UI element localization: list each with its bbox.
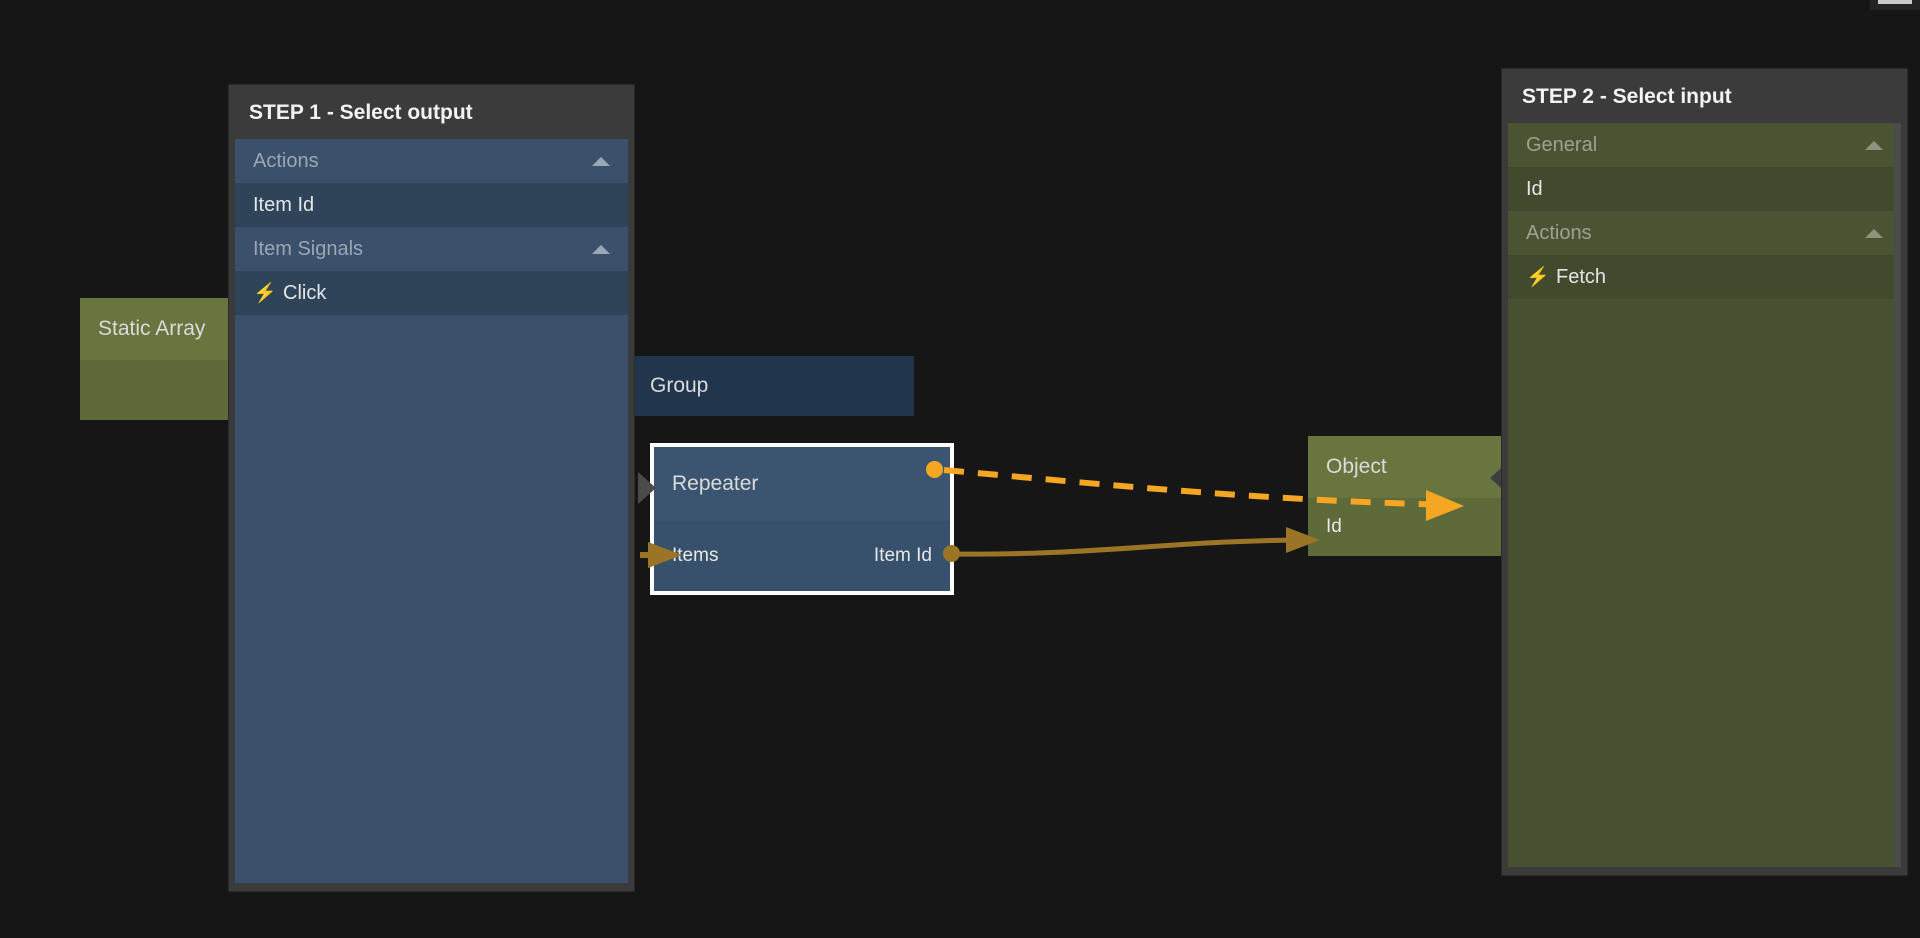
node-repeater-signal-out-port[interactable]	[926, 461, 943, 478]
bolt-icon: ⚡	[1526, 266, 1550, 288]
step-1-item-item-id[interactable]: Item Id	[235, 183, 628, 227]
step-2-item-id[interactable]: Id	[1508, 167, 1901, 211]
step-1-group-item-signals[interactable]: Item Signals	[235, 227, 628, 271]
step-1-group-actions-label: Actions	[253, 149, 319, 172]
node-repeater-output-label: Item Id	[873, 545, 932, 566]
node-object-id-row: Id	[1308, 498, 1508, 556]
node-object[interactable]: Object Id	[1308, 436, 1508, 556]
node-object-title: Object	[1326, 455, 1387, 478]
node-repeater-title: Repeater	[672, 472, 759, 495]
step-1-item-item-id-label: Item Id	[253, 193, 315, 216]
step-2-item-id-label: Id	[1526, 177, 1543, 200]
node-group-title: Group	[650, 374, 709, 397]
step-2-group-general-label: General	[1526, 133, 1598, 156]
node-repeater-input-label: Items	[672, 545, 719, 566]
step-2-group-actions-label: Actions	[1526, 221, 1592, 244]
node-group-header: Group	[632, 356, 914, 416]
step-2-group-actions[interactable]: Actions	[1508, 211, 1901, 255]
step-2-panel[interactable]: STEP 2 - Select input General Id Actions…	[1501, 68, 1908, 876]
step-2-item-fetch[interactable]: ⚡ Fetch	[1508, 255, 1901, 299]
step-2-list[interactable]: General Id Actions ⚡ Fetch	[1508, 123, 1901, 867]
chevron-up-icon[interactable]	[1865, 228, 1883, 238]
step-2-scrollbar[interactable]	[1894, 123, 1901, 867]
step-1-title: STEP 1 - Select output	[249, 101, 473, 124]
node-static-array-title: Static Array	[98, 317, 206, 340]
node-repeater-exec-in-chevron[interactable]	[638, 472, 656, 504]
node-group[interactable]: Group	[632, 356, 914, 416]
data-wire	[951, 537, 1309, 557]
step-2-title: STEP 2 - Select input	[1522, 85, 1732, 108]
step-2-group-general[interactable]: General	[1508, 123, 1901, 167]
step-1-item-click[interactable]: ⚡ Click	[235, 271, 628, 315]
node-repeater-data-out-port[interactable]	[943, 545, 960, 562]
step-1-group-item-signals-label: Item Signals	[253, 237, 364, 260]
step-1-list[interactable]: Actions Item Id Item Signals ⚡ Click	[235, 139, 628, 883]
step-1-item-click-label: Click	[283, 281, 327, 304]
node-repeater-ports-row: Items Item Id	[654, 521, 950, 591]
node-repeater[interactable]: Repeater Items Item Id	[650, 443, 954, 595]
window-scrollbar[interactable]	[1870, 0, 1920, 10]
chevron-up-icon[interactable]	[1865, 140, 1883, 150]
chevron-up-icon[interactable]	[592, 156, 610, 166]
bolt-icon: ⚡	[253, 282, 277, 304]
window-scrollbar-thumb[interactable]	[1878, 0, 1912, 4]
step-2-item-fetch-label: Fetch	[1556, 265, 1607, 288]
step-1-panel[interactable]: STEP 1 - Select output Actions Item Id I…	[228, 84, 635, 892]
chevron-up-icon[interactable]	[592, 244, 610, 254]
step-1-group-actions[interactable]: Actions	[235, 139, 628, 183]
node-object-id-label: Id	[1326, 516, 1342, 537]
node-repeater-header: Repeater	[654, 447, 950, 521]
node-object-header: Object	[1308, 436, 1508, 498]
